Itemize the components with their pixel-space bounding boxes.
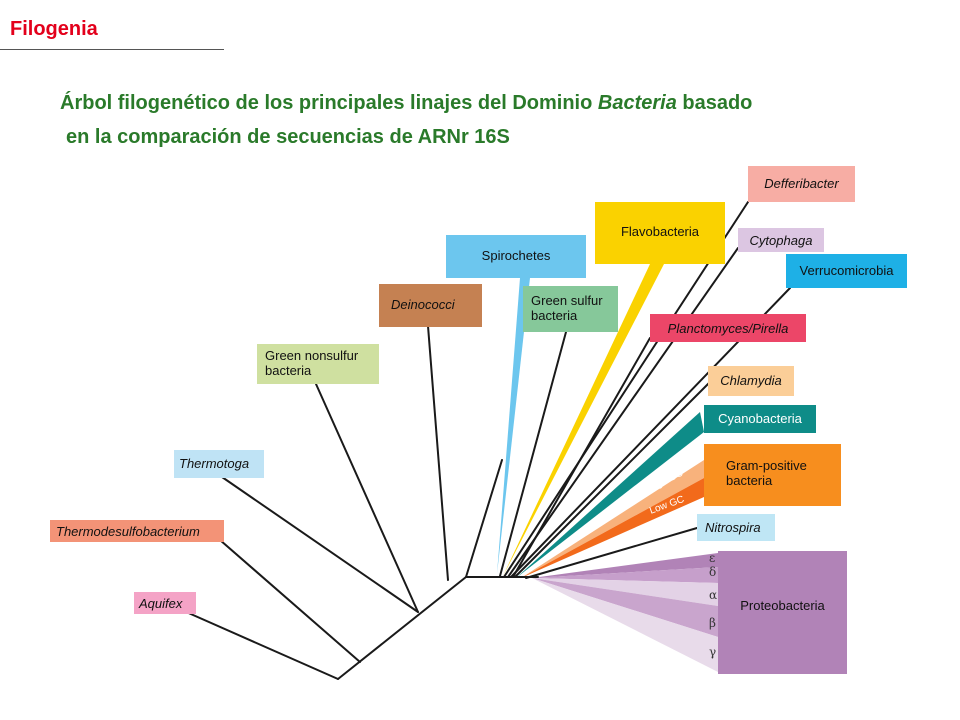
label-chlamydia: Chlamydia — [708, 366, 794, 396]
proteo-gamma-label: γ — [709, 645, 717, 659]
label-spirochetes: Spirochetes — [446, 235, 586, 278]
label-thermodesulfobacterium: Thermodesulfobacterium — [50, 520, 224, 542]
title-line1-prefix: Árbol filogenético de los principales li… — [60, 92, 598, 114]
label-flavobacteria: Flavobacteria — [595, 202, 725, 264]
label-proteobacteria: Proteobacteria — [718, 551, 847, 674]
proteo-delta-label: δ — [709, 565, 717, 579]
label-aquifex: Aquifex — [134, 592, 196, 614]
header-rule — [0, 49, 224, 50]
proteo-epsilon-label: ε — [709, 551, 716, 565]
label-nitrospira: Nitrospira — [697, 514, 775, 541]
flavobacteria-wedge — [503, 264, 664, 576]
label-green-sulfur: Green sulfur bacteria — [523, 286, 618, 332]
cyanobacteria-wedge — [516, 412, 704, 578]
label-verrucomicrobia: Verrucomicrobia — [786, 254, 907, 288]
title-line1-suffix: basado — [676, 92, 753, 114]
label-gram-positive: Gram-positive bacteria — [704, 444, 841, 506]
spirochetes-wedge — [497, 278, 530, 574]
label-defferibacter: Defferibacter — [748, 166, 855, 202]
low-gc-wedge — [521, 478, 704, 578]
high-gc-wedge — [521, 460, 704, 578]
label-deinococci: Deinococci — [379, 284, 482, 327]
label-cyanobacteria: Cyanobacteria — [704, 405, 816, 433]
label-thermotoga: Thermotoga — [174, 450, 264, 478]
slide-title: Árbol filogenético de los principales li… — [60, 86, 940, 154]
title-line2: en la comparación de secuencias de ARNr … — [66, 126, 510, 148]
proteo-alpha-label: α — [709, 588, 718, 602]
proteo-delta-wedge — [532, 567, 718, 583]
title-line1-italic: Bacteria — [597, 92, 677, 114]
label-cytophaga: Cytophaga — [738, 228, 824, 252]
label-planctomyces: Planctomyces/Pirella — [650, 314, 806, 342]
page-header: Filogenia — [10, 18, 98, 40]
label-green-nonsulfur: Green nonsulfur bacteria — [257, 344, 379, 384]
proteo-epsilon-wedge — [532, 553, 718, 578]
proteo-beta-label: β — [709, 616, 716, 630]
proteo-gamma-wedge — [532, 578, 718, 672]
